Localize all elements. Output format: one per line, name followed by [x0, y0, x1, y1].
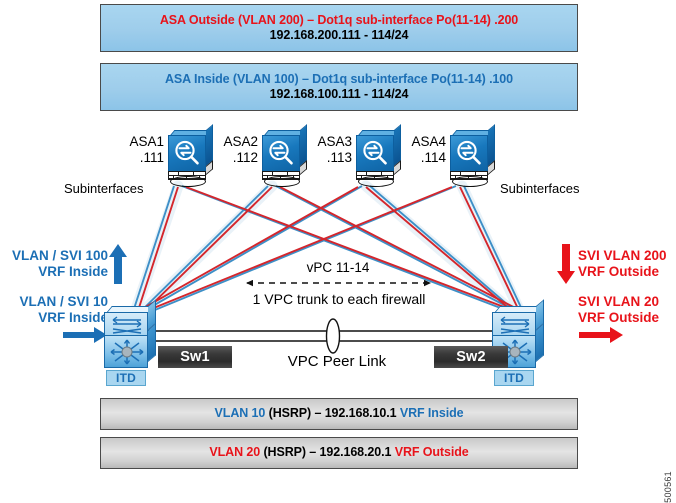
asa-outside-banner-title-b: – Dot1q sub-interface Po(11-14) .200 — [307, 12, 519, 27]
vlan20-hsrp-banner: VLAN 20 (HSRP) – 192.168.20.1 VRF Outsid… — [100, 437, 578, 469]
document-id: 500561 — [663, 471, 673, 503]
arrow-down-icon — [557, 244, 575, 284]
asa3-label: ASA3 .113 — [306, 134, 352, 165]
arrow-right-icon — [579, 327, 623, 343]
asa-inside-banner-subnet: 192.168.100.111 - 114/24 — [269, 87, 409, 101]
vlan-svi-10-line2: VRF Inside — [38, 309, 108, 325]
vlan10-hsrp-banner: VLAN 10 (HSRP) – 192.168.10.1 VRF Inside — [100, 398, 578, 430]
router-right-face — [536, 323, 544, 362]
sw1-name-tag: Sw1 — [158, 346, 232, 368]
asa3-icon[interactable] — [356, 124, 402, 187]
svi-vlan-200-line2: VRF Outside — [578, 263, 660, 279]
svi-vlan-20-label: SVI VLAN 20 VRF Outside — [578, 294, 676, 326]
asa2-label: ASA2 .112 — [212, 134, 258, 165]
asa2-ip: .112 — [232, 149, 258, 165]
svi-vlan-200-line1: SVI VLAN 200 — [578, 248, 667, 263]
svi-vlan-200-label: SVI VLAN 200 VRF Outside — [578, 248, 676, 280]
asa2-name: ASA2 — [223, 134, 258, 149]
sw1-itd-badge: ITD — [106, 370, 146, 386]
vlan-svi-10-line1: VLAN / SVI 10 — [19, 294, 108, 309]
asa4-label: ASA4 .114 — [400, 134, 446, 165]
asa4-icon[interactable] — [450, 124, 496, 187]
asa-inside-banner-title-b: – Dot1q sub-interface Po(11-14) .100 — [301, 71, 513, 86]
asa-outside-banner-title-a: ASA Outside (VLAN 200) — [159, 12, 308, 27]
asa3-name: ASA3 — [317, 134, 352, 149]
firewall-magnifier-icon — [363, 140, 387, 165]
vlan-svi-100-label: VLAN / SVI 100 VRF Inside — [0, 248, 108, 280]
svi-vlan-20-line2: VRF Outside — [578, 309, 660, 325]
vlan10-seg3: VRF Inside — [399, 406, 464, 421]
firewall-magnifier-icon — [175, 140, 199, 165]
firewall-magnifier-icon — [457, 140, 481, 165]
firewall-magnifier-icon — [269, 140, 293, 165]
asa4-ip: .114 — [420, 149, 446, 165]
vpc-trunk-note: 1 VPC trunk to each firewall — [252, 291, 426, 307]
subinterfaces-label-right: Subinterfaces — [500, 181, 580, 196]
asa2-subinterface-ellipse — [264, 176, 300, 187]
vlan10-seg2: (HSRP) – 192.168.10.1 — [265, 406, 400, 421]
vlan20-seg2: (HSRP) – 192.168.20.1 — [260, 445, 395, 460]
diagram-canvas: ASA Outside (VLAN 200) – Dot1q sub-inter… — [0, 4, 676, 503]
switch-upper-front — [104, 312, 148, 336]
asa-outside-banner-subnet: 192.168.200.111 - 114/24 — [269, 28, 409, 42]
sw2-itd-badge: ITD — [494, 370, 534, 386]
vlan20-seg1: VLAN 20 — [209, 445, 261, 460]
asa4-name: ASA4 — [411, 134, 446, 149]
sw2-name-tag: Sw2 — [434, 346, 508, 368]
vpc-range-label: vPC 11-14 — [306, 260, 370, 275]
vlan-svi-100-line1: VLAN / SVI 100 — [11, 248, 108, 263]
svi-vlan-20-line1: SVI VLAN 20 — [578, 294, 660, 309]
asa3-subinterface-ellipse — [358, 176, 394, 187]
asa4-subinterface-ellipse — [452, 176, 488, 187]
asa1-icon[interactable] — [168, 124, 214, 187]
asa1-ip: .111 — [139, 149, 164, 165]
router-star-icon — [110, 339, 144, 365]
vlan20-seg3: VRF Outside — [394, 445, 469, 460]
asa3-ip: .113 — [326, 149, 352, 165]
vpc-peer-link-label: VPC Peer Link — [287, 353, 387, 370]
asa1-name: ASA1 — [129, 134, 164, 149]
vlan-svi-10-label: VLAN / SVI 10 VRF Inside — [0, 294, 108, 326]
switch-upper-front — [492, 312, 536, 336]
asa1-label: ASA1 .111 — [118, 134, 164, 165]
asa1-subinterface-ellipse — [170, 176, 206, 187]
asa-outside-banner: ASA Outside (VLAN 200) – Dot1q sub-inter… — [100, 4, 578, 52]
arrow-right-icon — [63, 327, 107, 343]
arrow-up-icon — [109, 244, 127, 284]
asa-inside-banner: ASA Inside (VLAN 100) – Dot1q sub-interf… — [100, 63, 578, 111]
sw1-icon[interactable]: ITD — [104, 299, 160, 386]
switch-arrows-icon — [500, 316, 530, 334]
asa-inside-banner-title-a: ASA Inside (VLAN 100) — [164, 71, 302, 86]
router-front — [104, 336, 148, 368]
router-right-face — [148, 323, 156, 362]
subinterfaces-label-left: Subinterfaces — [64, 181, 144, 196]
vlan-svi-100-line2: VRF Inside — [38, 263, 108, 279]
asa2-icon[interactable] — [262, 124, 308, 187]
switch-arrows-icon — [112, 316, 142, 334]
vlan10-seg1: VLAN 10 — [214, 406, 266, 421]
